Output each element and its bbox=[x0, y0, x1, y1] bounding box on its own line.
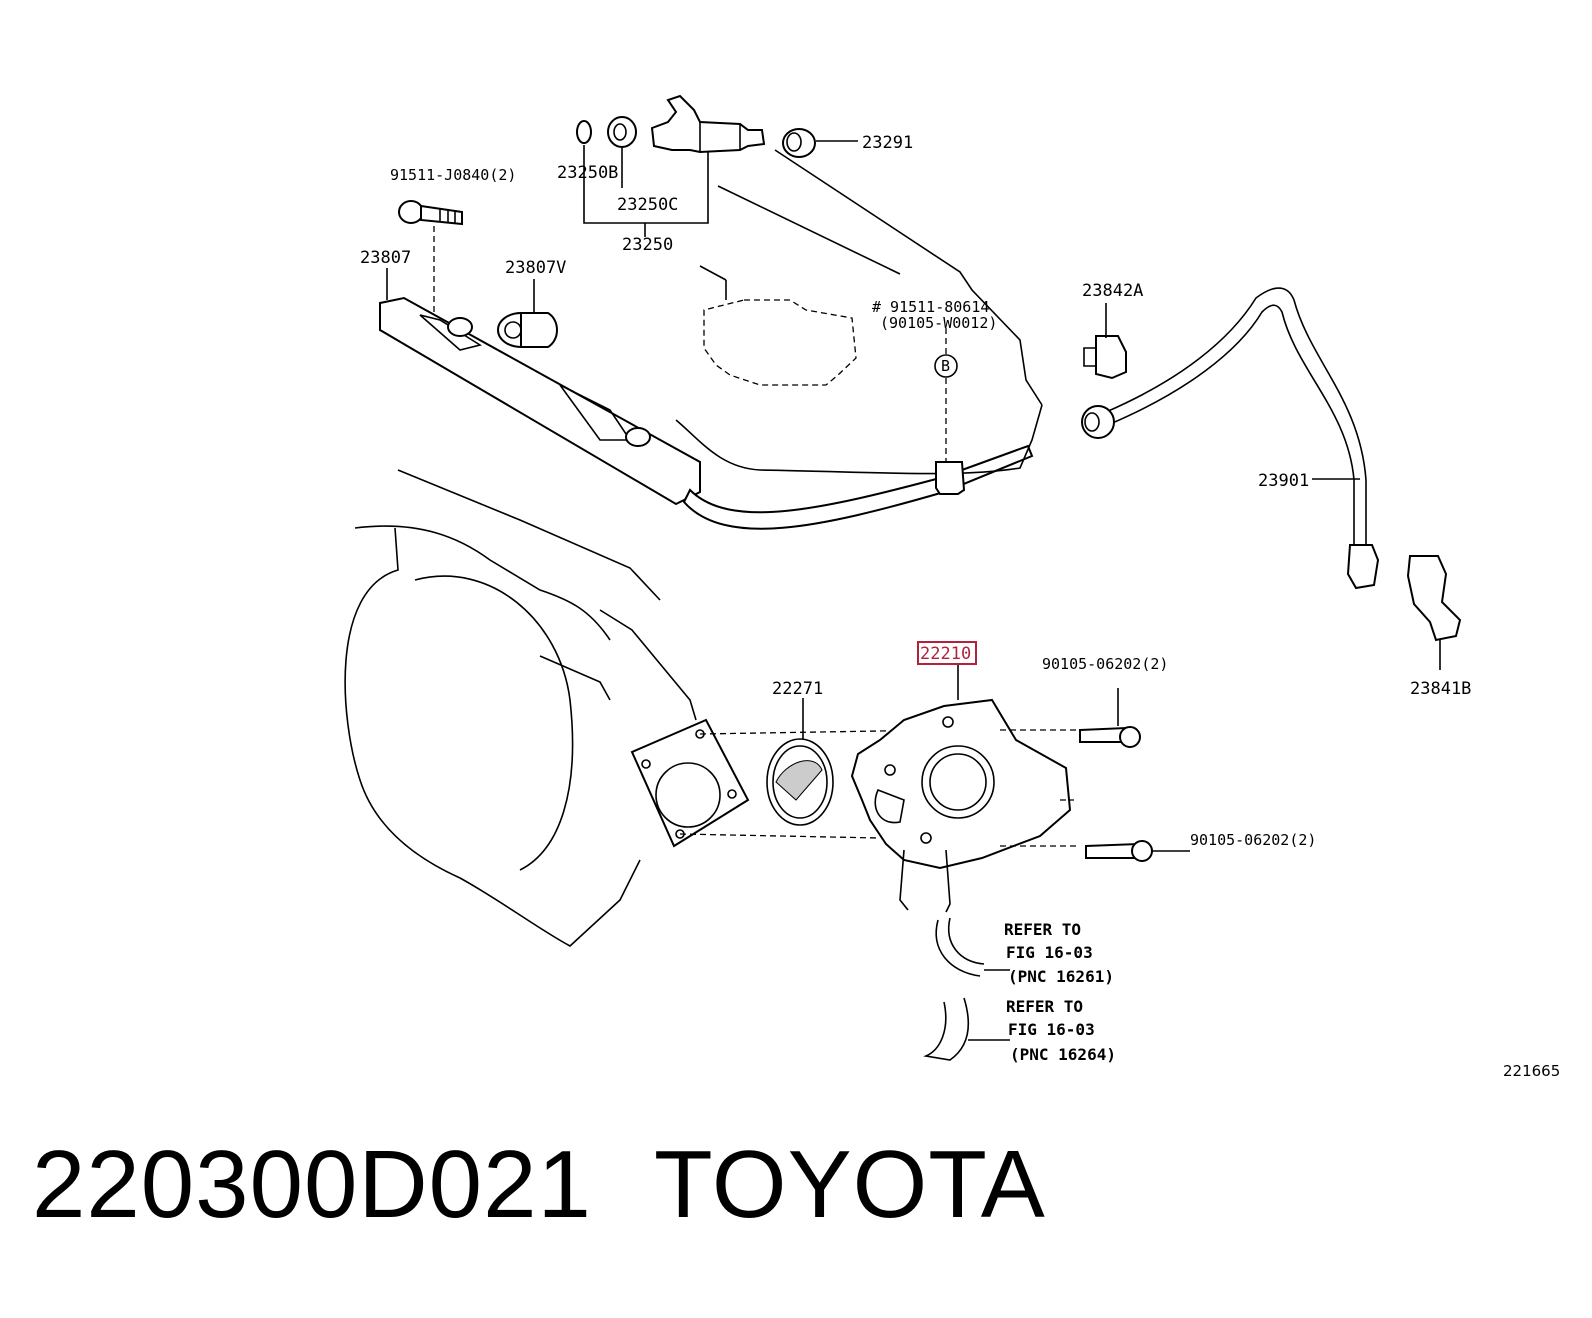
callout-91511-j0840: 91511-J0840(2) bbox=[390, 166, 516, 184]
callout-23807: 23807 bbox=[360, 248, 411, 268]
brand-name: TOYOTA bbox=[654, 1131, 1046, 1238]
gasket-22271 bbox=[766, 698, 834, 826]
callout-91511-80614: # 91511-80614 bbox=[872, 298, 989, 316]
callout-b-marker: B bbox=[941, 357, 950, 375]
note-refer2-line2: FIG 16-03 bbox=[1008, 1020, 1095, 1039]
callout-90105-w0012: (90105-W0012) bbox=[880, 314, 997, 332]
part-number: 220300D021 bbox=[32, 1131, 592, 1238]
throttle-body bbox=[850, 664, 1190, 1061]
callout-90105-06202-top: 90105-06202(2) bbox=[1042, 655, 1168, 673]
delivery-pipe-assembly bbox=[379, 200, 1034, 530]
note-refer1-line3: (PNC 16261) bbox=[1008, 967, 1114, 986]
note-refer1-line2: FIG 16-03 bbox=[1006, 943, 1093, 962]
callout-23842a: 23842A bbox=[1082, 281, 1143, 301]
intake-manifold-outline bbox=[344, 469, 941, 947]
callout-23901: 23901 bbox=[1258, 471, 1309, 491]
callout-90105-06202-bottom: 90105-06202(2) bbox=[1190, 831, 1316, 849]
callout-23291: 23291 bbox=[862, 133, 913, 153]
note-refer2-line3: (PNC 16264) bbox=[1010, 1045, 1116, 1064]
note-refer1-line1: REFER TO bbox=[1004, 920, 1081, 939]
injector-assembly bbox=[576, 94, 858, 237]
callout-23807v: 23807V bbox=[505, 258, 566, 278]
engine-cover-outline bbox=[675, 149, 1043, 495]
callout-23250B: 23250B bbox=[557, 163, 618, 183]
diagram-id: 221665 bbox=[1503, 1062, 1561, 1080]
highlight-box-22210 bbox=[917, 641, 977, 665]
note-refer2-line1: REFER TO bbox=[1006, 997, 1083, 1016]
fuel-hose-assembly bbox=[1081, 287, 1462, 670]
callout-22210: 22210 bbox=[920, 644, 971, 664]
callout-23250C: 23250C bbox=[617, 195, 678, 215]
callout-22271: 22271 bbox=[772, 679, 823, 699]
callout-23250: 23250 bbox=[622, 235, 673, 255]
callout-23841b: 23841B bbox=[1410, 679, 1471, 699]
